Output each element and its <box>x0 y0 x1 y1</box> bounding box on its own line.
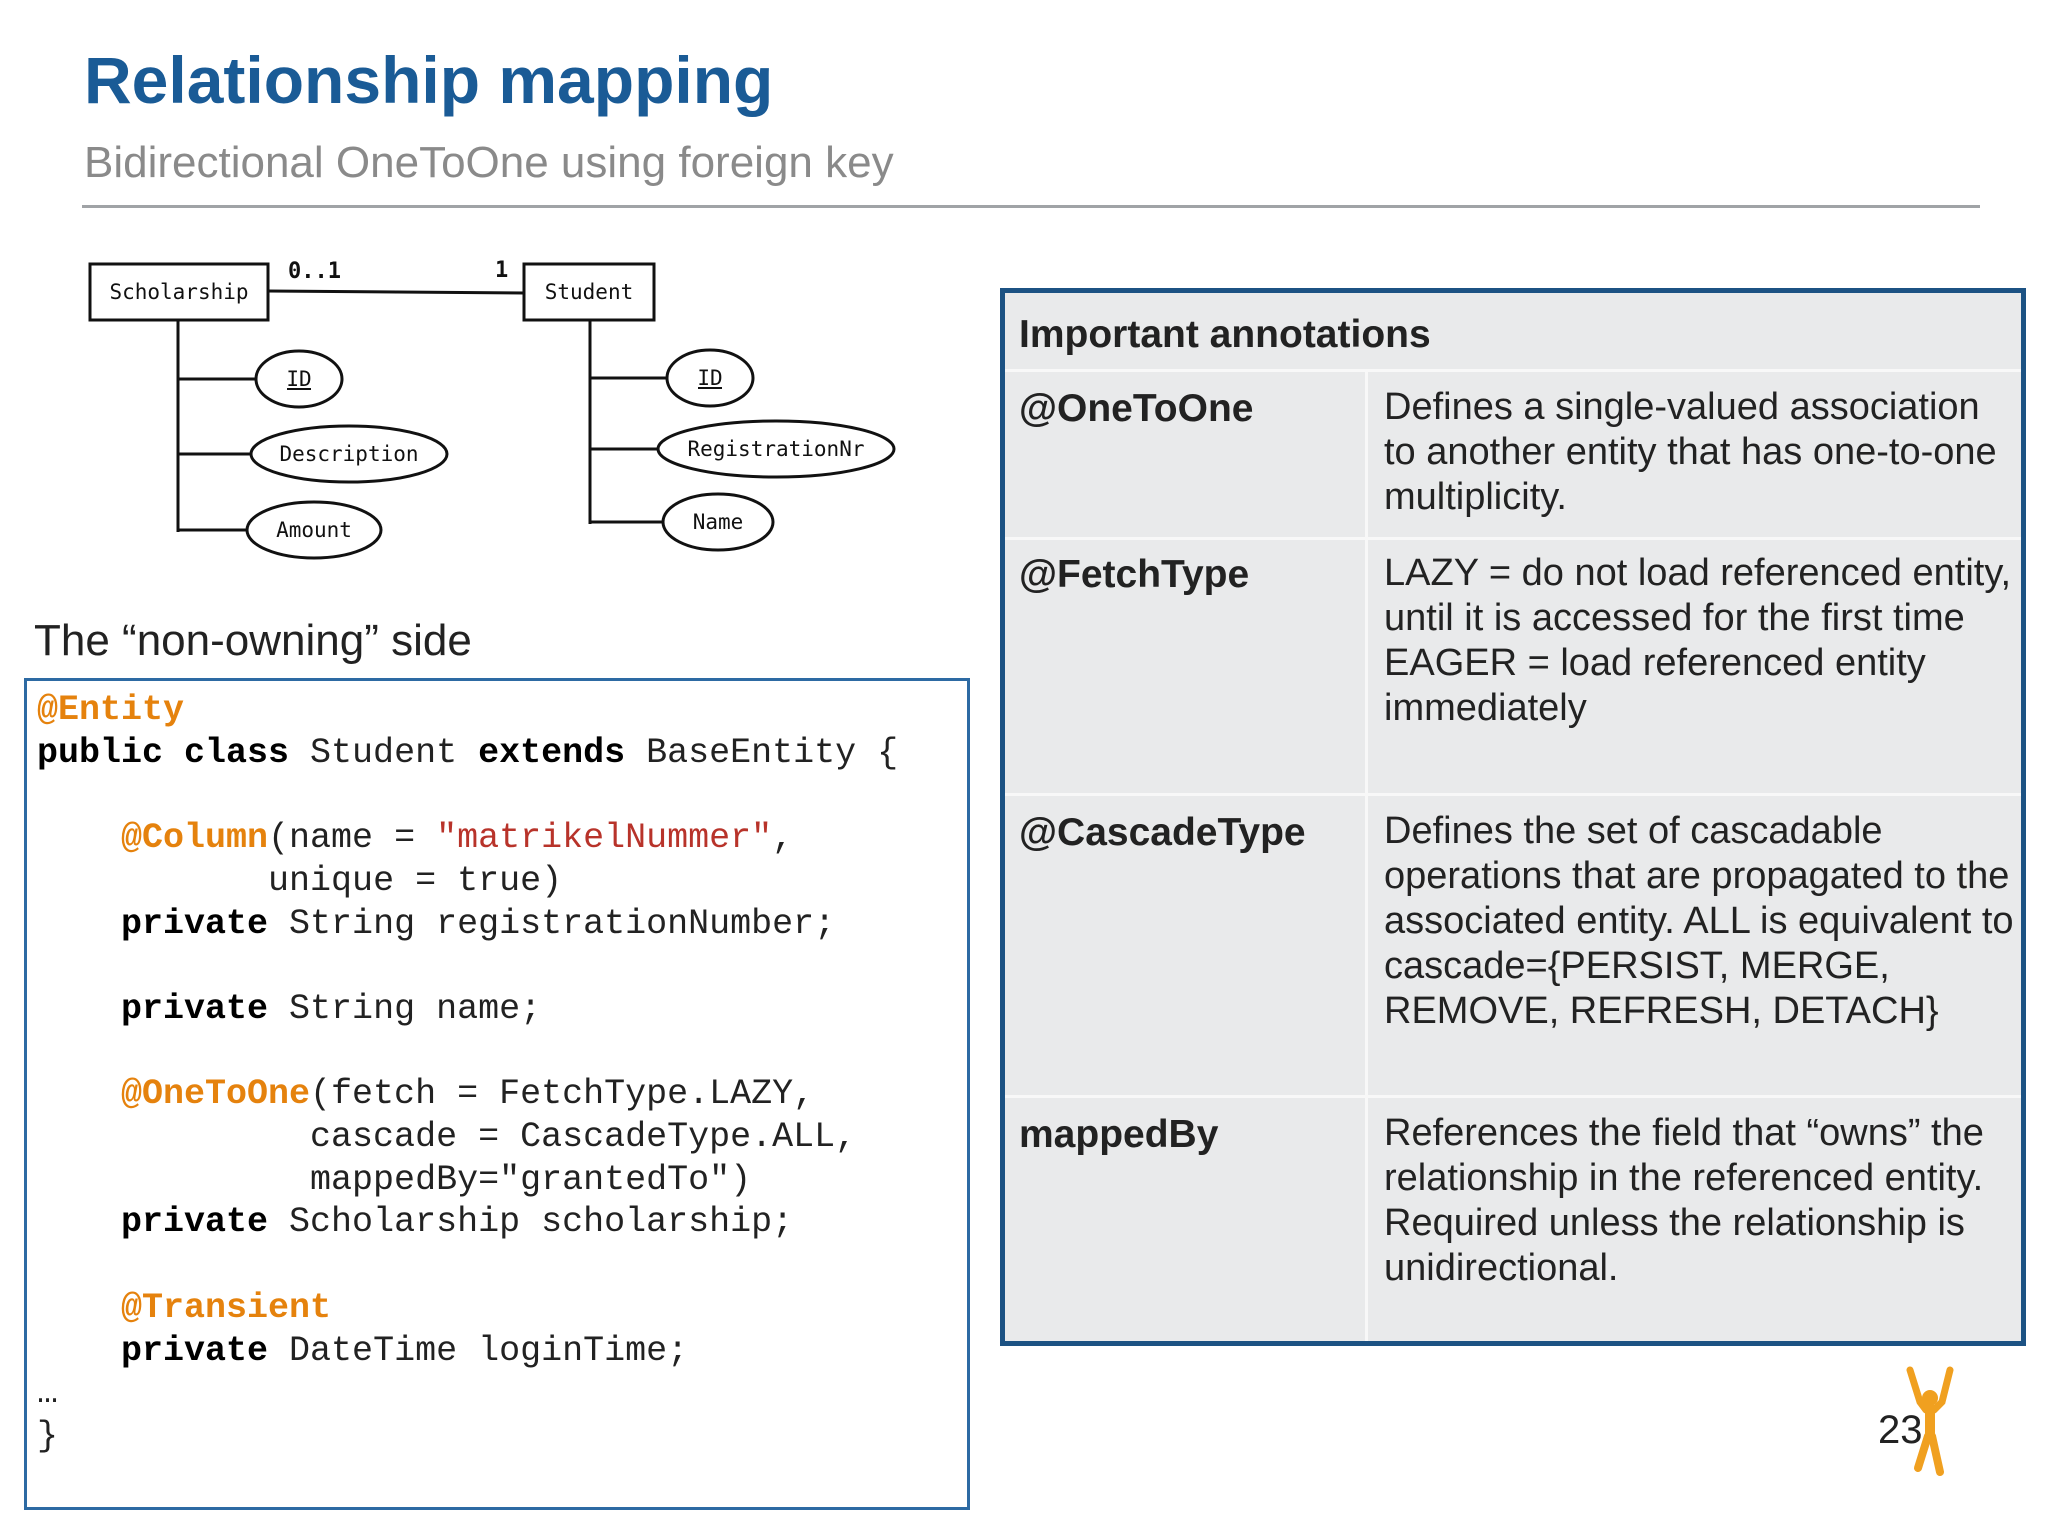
term-mappedby: mappedBy <box>1019 1113 1219 1156</box>
row-divider <box>1005 1095 2021 1098</box>
slide-subtitle: Bidirectional OneToOne using foreign key <box>84 138 894 187</box>
code-section-label: The “non-owning” side <box>34 616 472 665</box>
code-transient-annotation: @Transient <box>121 1287 332 1328</box>
term-cascadetype: @CascadeType <box>1019 811 1306 854</box>
attr-name: Name <box>693 510 744 534</box>
code-entity-annotation: @Entity <box>37 690 185 730</box>
def-fetchtype-lazy: LAZY = do not load referenced entity, un… <box>1384 552 2012 639</box>
person-arms-raised-icon <box>1906 1366 1954 1476</box>
multiplicity-right: 1 <box>495 258 508 283</box>
slide-title: Relationship mapping <box>84 43 774 117</box>
row-divider <box>1005 537 2021 540</box>
attr-registrationnr: RegistrationNr <box>687 437 864 461</box>
term-onetoone: @OneToOne <box>1019 387 1254 430</box>
multiplicity-left: 0..1 <box>288 259 341 284</box>
attr-description: Description <box>279 442 418 466</box>
relationship-line <box>267 289 525 295</box>
def-fetchtype-eager: EAGER = load referenced entity immediate… <box>1384 642 1926 729</box>
attr-ellipse-registrationnr <box>656 419 896 479</box>
er-diagram: Scholarship Student 0..1 1 ID Descriptio… <box>88 258 896 560</box>
def-cascadetype: Defines the set of cascadable operations… <box>1384 810 2014 1032</box>
row-divider <box>1005 369 2021 372</box>
attr-ellipse-student-id <box>665 348 755 408</box>
entity-student: Student <box>545 280 634 304</box>
attr-ellipse-amount <box>245 500 383 560</box>
annotations-table: Important annotations @OneToOne Defines … <box>1000 288 2026 1346</box>
code-box: @Entity public class Student extends Bas… <box>24 678 970 1510</box>
title-divider <box>82 205 1980 208</box>
code-listing: @Entity public class Student extends Bas… <box>37 690 899 1456</box>
def-onetoone: Defines a single-valued association to a… <box>1384 386 1997 518</box>
attr-student-id: ID <box>697 366 722 390</box>
row-divider <box>1005 793 2021 796</box>
annotations-header: Important annotations <box>1019 313 1431 356</box>
attr-amount: Amount <box>276 518 352 542</box>
code-onetoone-annotation: @OneToOne <box>121 1074 311 1115</box>
def-fetchtype: LAZY = do not load referenced entity, un… <box>1384 551 2014 731</box>
def-mappedby: References the field that “owns” the rel… <box>1384 1112 1984 1289</box>
column-divider <box>1365 371 1368 1341</box>
code-column-annotation: @Column <box>121 818 269 859</box>
entity-scholarship: Scholarship <box>109 280 248 304</box>
term-fetchtype: @FetchType <box>1019 553 1250 596</box>
attr-ellipse-description <box>249 424 449 484</box>
attr-ellipse-name <box>661 492 775 552</box>
attr-ellipse-scholarship-id <box>254 349 344 409</box>
page-number: 23 <box>1878 1408 1923 1452</box>
attr-scholarship-id: ID <box>286 367 311 391</box>
